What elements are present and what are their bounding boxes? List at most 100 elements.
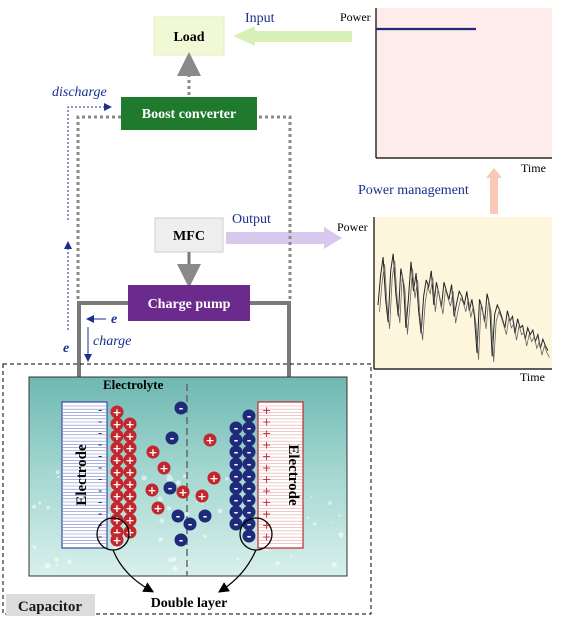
bottom-chart-signal-shadow [379, 260, 550, 363]
negative-ion: - [242, 505, 256, 519]
negative-ion: - [198, 509, 212, 523]
charge-pump-left-wire [77, 301, 129, 380]
bubble [172, 565, 178, 572]
right-electrode-label: Electrode [285, 444, 301, 506]
boost-converter-box: Boost converter [121, 97, 257, 130]
svg-text:+: + [112, 466, 121, 479]
output-arrow: Output [226, 212, 342, 249]
positive-ion: + [123, 501, 137, 515]
bubble [167, 506, 172, 511]
bubble [141, 475, 147, 481]
svg-text:+: + [125, 526, 134, 539]
svg-text:-: - [234, 422, 239, 435]
bubble [306, 516, 310, 520]
electrode-charge-sign: + [262, 519, 271, 532]
svg-text:-: - [234, 434, 239, 447]
bubble [168, 557, 173, 563]
electrode-charge-sign: + [262, 496, 271, 509]
bubble [310, 496, 313, 498]
discharge-arrow [67, 103, 112, 220]
positive-ion: + [123, 453, 137, 467]
charge-pump-box: Charge pump [128, 285, 250, 321]
charge-pump-right-wire [250, 301, 291, 380]
right-electrode: Electrode ++++++++++++ [257, 401, 304, 549]
negative-ion: - [229, 433, 243, 447]
negative-ion: - [174, 401, 188, 415]
bubble [217, 508, 223, 514]
bubble [182, 474, 186, 479]
bubble [203, 534, 207, 539]
negative-ion: - [242, 445, 256, 459]
capacitor-dashed-border [2, 363, 372, 615]
bubble [158, 537, 163, 542]
svg-text:+: + [112, 478, 121, 491]
negative-ion: - [229, 505, 243, 519]
positive-ion: + [110, 429, 124, 443]
svg-text:+: + [197, 490, 206, 503]
svg-text:+: + [112, 442, 121, 455]
positive-ion: + [146, 445, 160, 459]
positive-ion: + [110, 513, 124, 527]
svg-text:+: + [125, 502, 134, 515]
left-electrode-label: Electrode [74, 444, 90, 506]
load-label: Load [173, 30, 204, 45]
positive-ion: + [110, 417, 124, 431]
negative-ion: - [174, 533, 188, 547]
negative-ion: - [242, 469, 256, 483]
svg-text:-: - [168, 482, 173, 495]
bubble [175, 480, 181, 486]
positive-ion: + [123, 429, 137, 443]
positive-ion: + [207, 471, 221, 485]
svg-text:+: + [125, 418, 134, 431]
svg-text:+: + [125, 442, 134, 455]
svg-text:+: + [125, 490, 134, 503]
electrode-charge-sign: - [98, 438, 102, 452]
svg-text:+: + [125, 478, 134, 491]
svg-text:-: - [247, 458, 252, 471]
bubble [264, 547, 269, 552]
svg-text:-: - [234, 470, 239, 483]
bottom-chart-xlabel: Time [520, 370, 545, 384]
negative-ion: - [229, 517, 243, 531]
right-double-layer-pointer [217, 549, 257, 593]
negative-ion: - [229, 457, 243, 471]
charge-label: charge [93, 334, 131, 349]
svg-text:-: - [203, 510, 208, 523]
bubble [32, 545, 37, 549]
positive-ion: + [145, 483, 159, 497]
negative-ion: - [242, 409, 256, 423]
svg-text:-: - [247, 410, 252, 423]
positive-ion: + [203, 433, 217, 447]
electrode-charge-sign: + [262, 450, 271, 463]
negative-ion: - [242, 457, 256, 471]
svg-text:-: - [176, 510, 181, 523]
negative-ion: - [242, 493, 256, 507]
bubble [275, 561, 280, 566]
right-electrode-signs: ++++++++++++ [262, 404, 271, 544]
discharge-label: discharge [52, 85, 107, 100]
svg-text:+: + [125, 466, 134, 479]
electrode-charge-sign: - [98, 507, 102, 521]
mfc-label: MFC [173, 229, 205, 244]
top-chart-background [376, 8, 552, 158]
svg-text:-: - [234, 506, 239, 519]
double-layer-label: Double layer [151, 596, 228, 611]
bubble [290, 554, 293, 558]
svg-text:+: + [125, 454, 134, 467]
svg-text:+: + [112, 514, 121, 527]
svg-text:+: + [205, 434, 214, 447]
bubble [195, 501, 198, 503]
electrode-charge-sign: + [262, 531, 271, 544]
bubble [54, 557, 59, 562]
electrode-charge-sign: - [98, 415, 102, 429]
svg-text:-: - [247, 506, 252, 519]
bubble [159, 518, 164, 524]
svg-text:-: - [247, 494, 252, 507]
bubble [236, 557, 240, 560]
bubble [37, 501, 42, 505]
svg-text:+: + [112, 490, 121, 503]
negative-ion: - [229, 481, 243, 495]
svg-text:-: - [234, 446, 239, 459]
positive-ion: + [123, 513, 137, 527]
